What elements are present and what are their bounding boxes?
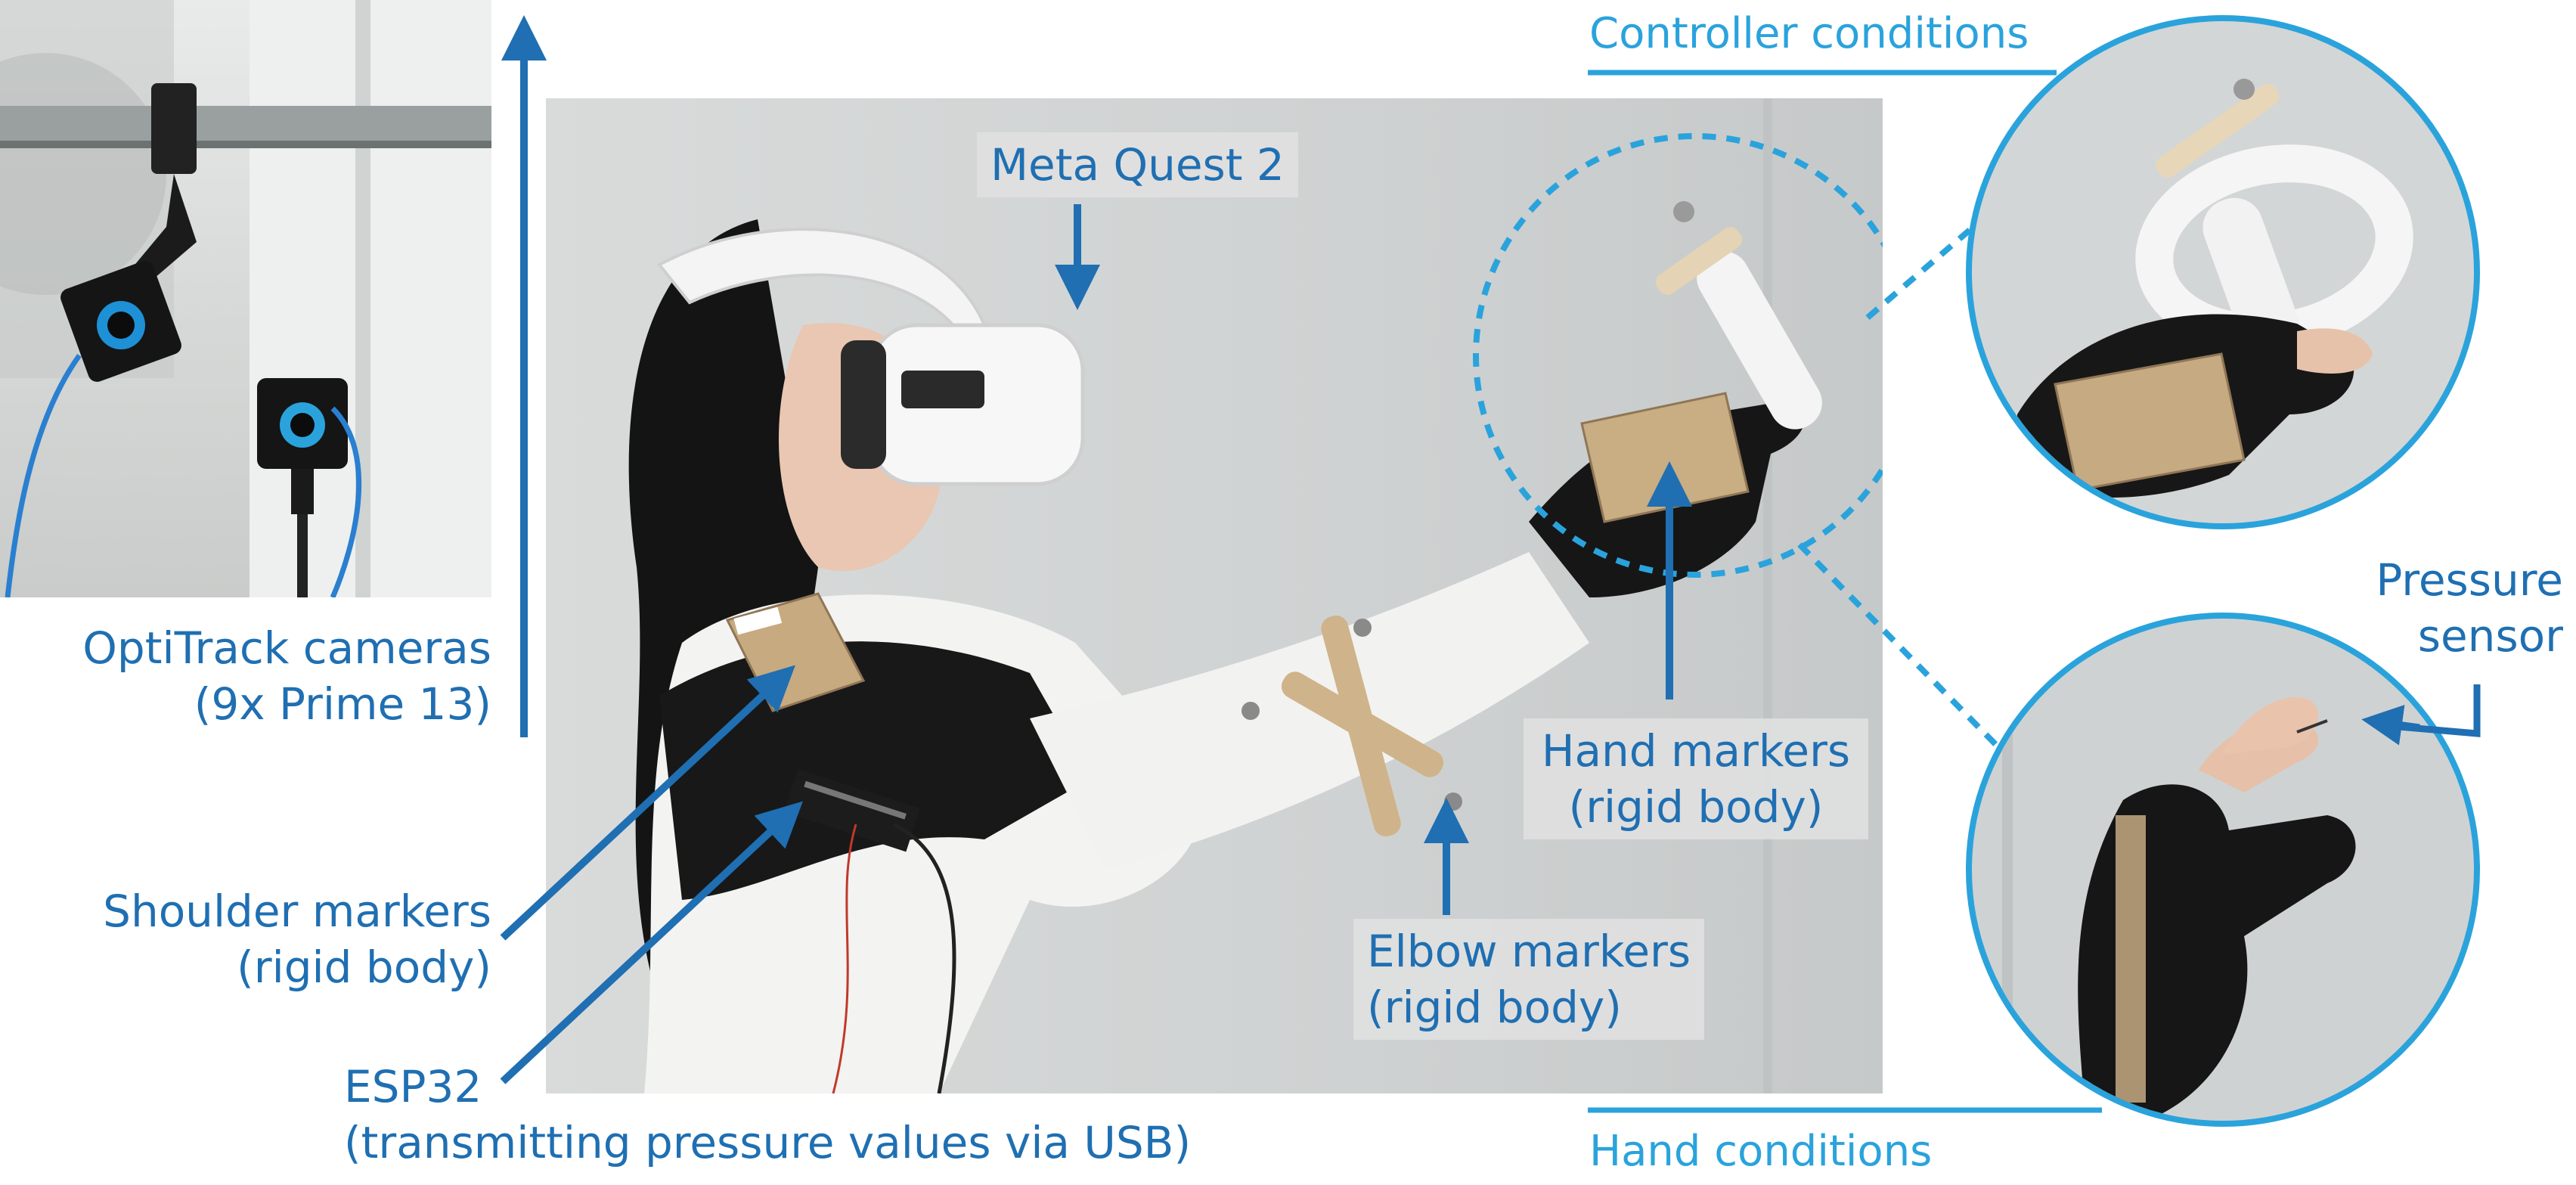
shoulder-label-line1: Shoulder markers <box>103 886 491 937</box>
marker-plate-icon <box>1580 392 1750 523</box>
hand-label-line2: (rigid body) <box>1568 781 1824 833</box>
controller-condition-scene <box>2017 79 2413 498</box>
hand-conditions-header: Hand conditions <box>1589 1127 1933 1176</box>
pressure-label-line1: Pressure <box>2376 554 2563 606</box>
optitrack-photo <box>0 0 491 597</box>
controller-condition-photo <box>1966 15 2480 529</box>
optitrack-label-line2: (9x Prime 13) <box>194 678 491 730</box>
elbow-label: Elbow markers (rigid body) <box>1353 919 1705 1040</box>
elbow-label-line1: Elbow markers <box>1367 926 1691 977</box>
connector-line-top <box>1865 224 1976 321</box>
shoulder-arrow <box>500 665 795 941</box>
glove-icon <box>2017 314 2373 498</box>
hand-label: Hand markers (rigid body) <box>1524 718 1868 839</box>
esp32-label-line2: (transmitting pressure values via USB) <box>344 1117 1192 1168</box>
optitrack-label: OptiTrack cameras (9x Prime 13) <box>15 620 491 732</box>
esp32-label: ESP32 (transmitting pressure values via … <box>344 1059 1251 1171</box>
hand-condition-photo <box>1966 613 2480 1127</box>
elbow-label-line2: (rigid body) <box>1367 982 1622 1033</box>
esp32-label-line1: ESP32 <box>344 1061 482 1112</box>
hand-highlight-circle <box>1473 133 1883 578</box>
optitrack-camera-icon <box>257 378 348 597</box>
controller-icon <box>1655 201 1822 430</box>
esp32-board-icon <box>783 768 956 1093</box>
glove-icon <box>2078 696 2356 1118</box>
pressure-label: Pressure sensor <box>2299 552 2563 664</box>
controller-conditions-header: Controller conditions <box>1589 9 2029 58</box>
shoulder-label-line2: (rigid body) <box>237 941 491 993</box>
shoulder-label: Shoulder markers (rigid body) <box>45 883 491 995</box>
optitrack-scene <box>0 0 491 597</box>
esp32-arrow <box>500 801 803 1084</box>
pressure-label-line2: sensor <box>2417 610 2563 662</box>
optitrack-label-line1: OptiTrack cameras <box>82 622 491 674</box>
vr-headset-icon <box>656 228 1085 486</box>
meta-quest-label: Meta Quest 2 <box>977 132 1298 197</box>
optitrack-camera-icon <box>60 83 197 382</box>
pressure-arrow-head <box>2361 705 2420 746</box>
connector-line-bottom <box>1797 542 1998 747</box>
hand-condition-scene <box>2002 619 2356 1121</box>
hand-label-line1: Hand markers <box>1541 725 1851 777</box>
